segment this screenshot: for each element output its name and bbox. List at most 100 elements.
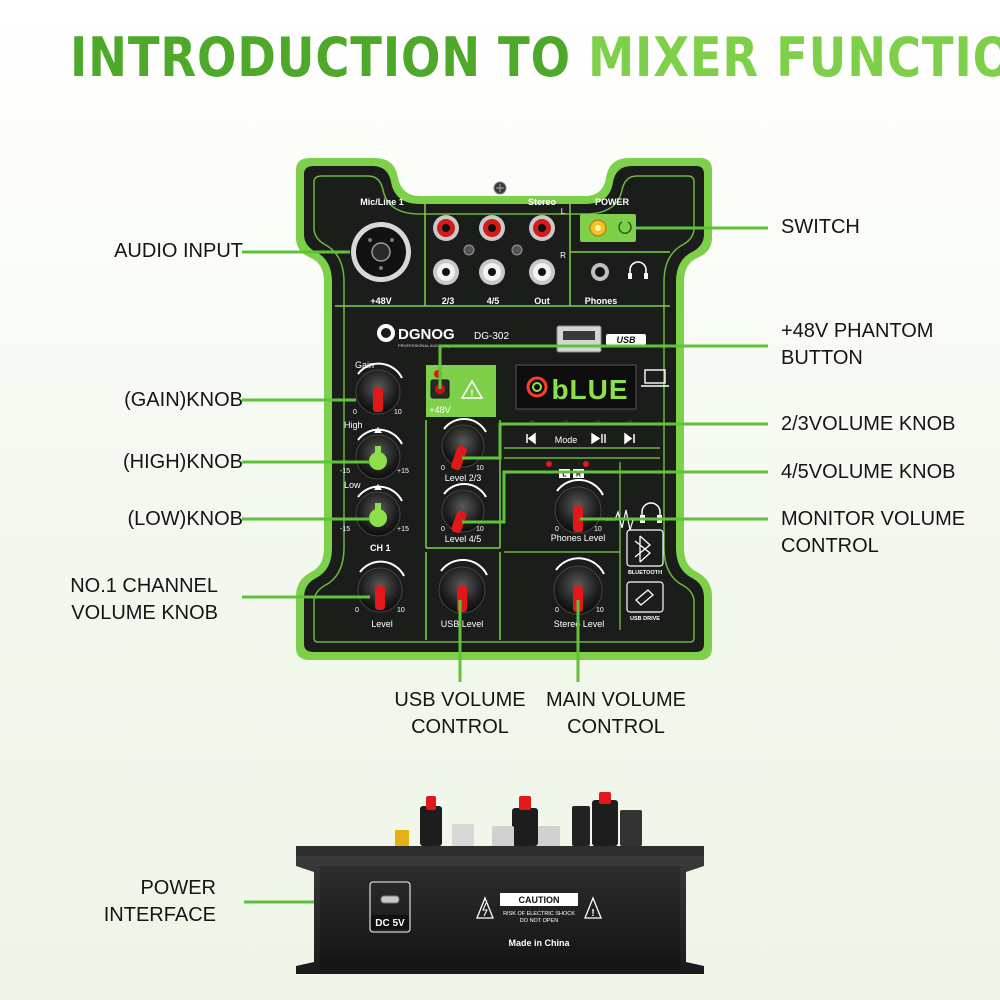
callout-low-text: (LOW)KNOB <box>127 508 243 530</box>
high-eq-knob[interactable] <box>355 428 403 480</box>
gain-knob[interactable] <box>355 362 403 415</box>
transport-controls: Mode <box>526 420 635 445</box>
usb-drive-label: USB DRIVE <box>630 616 660 622</box>
brand-subtitle: PROFESSIONAL AUDIO EQUIPMENT <box>398 343 468 348</box>
gain-label: Gain <box>355 360 374 370</box>
phantom-btn-label: +48V <box>429 405 450 415</box>
power-icon <box>618 221 632 234</box>
callout-gain-text: (GAIN)KNOB <box>124 389 243 411</box>
callout-audio-input: AUDIO INPUT <box>114 238 243 265</box>
l23-scale-min: 0 <box>441 465 445 472</box>
jack-23-label: 2/3 <box>442 296 455 306</box>
panel-black-face <box>304 166 704 652</box>
page-title: INTRODUCTION TO MIXER FUNCTIONS <box>70 26 1000 89</box>
headphone-icon <box>629 261 647 276</box>
gain-scale-min: 0 <box>353 409 357 416</box>
high-scale-max: +15 <box>397 468 409 475</box>
ch1-scale-min: 0 <box>355 607 359 614</box>
callout-power-interface: POWER INTERFACE <box>104 875 216 929</box>
callout-power-line-2: INTERFACE <box>103 904 216 926</box>
mic-line-label: Mic/Line 1 <box>360 197 404 207</box>
usb-label: USB <box>616 335 636 345</box>
made-in-label: Made in China <box>508 938 570 948</box>
prev-icon[interactable] <box>526 432 536 445</box>
callout-monitor-line-1: MONITOR VOLUME <box>781 508 966 530</box>
callout-ch1-line-1: NO.1 CHANNEL <box>70 575 218 597</box>
callout-switch: SWITCH <box>781 214 860 241</box>
level-45-label: Level 4/5 <box>445 534 482 544</box>
leader-vol23 <box>462 422 768 460</box>
callout-vol45: 4/5VOLUME KNOB <box>781 459 956 486</box>
callout-monitor: MONITOR VOLUME CONTROL <box>781 506 965 560</box>
low-scale-max: +15 <box>397 526 409 533</box>
mixer-top-panel: Mic/Line 1 +48V Stereo L R 2/3 <box>296 158 712 660</box>
led-display <box>515 364 637 410</box>
ch1-scale-max: 10 <box>397 607 405 614</box>
warning-icon <box>460 379 484 399</box>
title-part-1: INTRODUCTION TO <box>70 26 571 89</box>
callout-vol23-text: 2/3VOLUME KNOB <box>781 413 956 435</box>
phones-level-knob[interactable] <box>554 478 604 534</box>
ch1-level-knob[interactable] <box>357 560 405 613</box>
callout-vol45-text: 4/5VOLUME KNOB <box>781 461 956 483</box>
callout-main-volume: MAIN VOLUME CONTROL <box>516 687 716 741</box>
laptop-icon <box>644 369 666 384</box>
gain-scale-max: 10 <box>394 409 402 416</box>
svg-text:!: ! <box>591 908 594 919</box>
l23-scale-max: 10 <box>476 465 484 472</box>
usb-level-label: USB Level <box>441 619 484 629</box>
low-scale-min: -15 <box>340 526 350 533</box>
power-label: POWER <box>595 197 630 207</box>
next-icon[interactable] <box>624 432 635 445</box>
low-label: Low <box>344 480 361 490</box>
usb-drive-box <box>626 581 664 613</box>
l45-scale-max: 10 <box>476 526 484 533</box>
led-l-label: L <box>562 472 567 479</box>
mode-label[interactable]: Mode <box>555 435 578 445</box>
high-scale-min: -15 <box>340 468 350 475</box>
callout-low-knob: (LOW)KNOB <box>127 506 243 533</box>
phones-scale-max: 10 <box>594 526 602 533</box>
callout-high-text: (HIGH)KNOB <box>123 451 243 473</box>
jack-45-label: 4/5 <box>487 296 500 306</box>
bluetooth-icon <box>634 535 652 563</box>
callout-power-line-1: POWER <box>140 877 216 899</box>
play-pause-icon[interactable] <box>591 432 606 445</box>
callout-monitor-line-2: CONTROL <box>781 535 879 557</box>
leader-phantom <box>438 344 768 389</box>
usb-drive-icon <box>635 589 654 606</box>
high-label: High <box>344 420 363 430</box>
callout-switch-text: SWITCH <box>781 216 860 238</box>
callout-phantom-line-1: +48V PHANTOM <box>781 320 934 342</box>
out-label: Out <box>534 296 550 306</box>
usb-level-knob[interactable] <box>438 558 488 614</box>
phantom-jack-label: +48V <box>370 296 391 306</box>
callout-audio-input-text: AUDIO INPUT <box>114 240 243 262</box>
led-r-label: R <box>576 472 581 479</box>
stereo-scale-min: 0 <box>555 607 559 614</box>
dc-power-port[interactable] <box>380 895 400 904</box>
stereo-scale-max: 10 <box>596 607 604 614</box>
display-text: bLUE <box>551 374 628 405</box>
bluetooth-box <box>626 529 664 567</box>
power-switch[interactable] <box>580 214 636 242</box>
level-23-label: Level 2/3 <box>445 473 482 483</box>
stereo-label: Stereo <box>528 197 557 207</box>
callout-gain-knob: (GAIN)KNOB <box>124 387 243 414</box>
callout-phantom-line-2: BUTTON <box>781 347 863 369</box>
callout-high-knob: (HIGH)KNOB <box>123 449 243 476</box>
warning-line-1: RISK OF ELECTRIC SHOCK <box>503 911 575 917</box>
ch1-label: CH 1 <box>370 543 391 553</box>
stereo-r-label: R <box>560 251 566 260</box>
mixer-side-view: DC 5V CAUTION RISK OF ELECTRIC SHOCK DO … <box>296 792 704 974</box>
low-eq-knob[interactable] <box>355 485 403 537</box>
stereo-l-label: L <box>561 207 566 216</box>
callout-usb-vol-line-2: CONTROL <box>411 716 509 738</box>
phones-level-label: Phones Level <box>551 533 606 543</box>
callout-main-vol-line-1: MAIN VOLUME <box>545 689 687 711</box>
callout-ch1-volume: NO.1 CHANNEL VOLUME KNOB <box>70 573 218 627</box>
phones-scale-min: 0 <box>555 526 559 533</box>
brand-name: DGNOG <box>398 326 455 343</box>
